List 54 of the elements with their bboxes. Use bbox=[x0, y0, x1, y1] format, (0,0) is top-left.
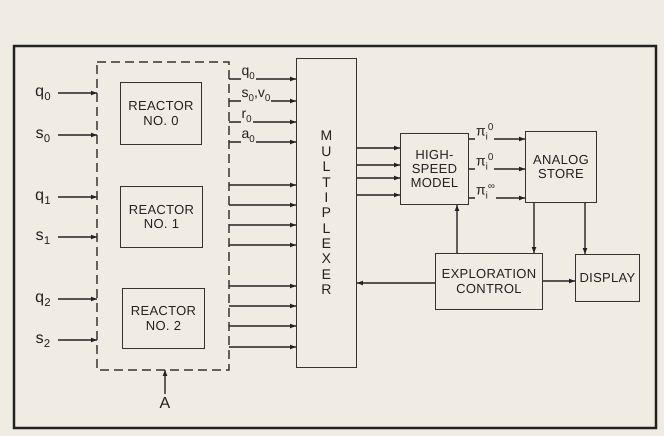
arrow bbox=[229, 324, 296, 328]
arrow bbox=[229, 304, 296, 308]
arrow bbox=[229, 120, 296, 124]
arrow bbox=[58, 132, 97, 138]
block-label: MULTIPLEXER bbox=[320, 128, 332, 298]
arrow bbox=[229, 202, 296, 208]
process-box bbox=[525, 131, 597, 203]
block-label: REACTOR NO. 2 bbox=[130, 304, 198, 333]
arrow bbox=[357, 280, 435, 286]
arrow bbox=[357, 176, 400, 180]
block-label: ANALOG STORE bbox=[532, 152, 590, 182]
block-label: REACTOR NO. 0 bbox=[127, 99, 195, 128]
signal-label: q$_{1}$ bbox=[35, 186, 51, 208]
arrow bbox=[543, 278, 575, 284]
signal-label: q$_{2}$ bbox=[35, 288, 51, 310]
block-label: EXPLORATION CONTROL bbox=[440, 267, 538, 296]
arrow bbox=[469, 136, 525, 142]
arrow bbox=[58, 194, 97, 200]
process-box bbox=[120, 82, 202, 145]
arrow bbox=[58, 338, 97, 342]
arrow bbox=[162, 370, 168, 394]
signal-label: s$_{1}$ bbox=[36, 226, 50, 248]
process-box bbox=[122, 288, 205, 349]
arrow bbox=[357, 146, 400, 150]
process-box bbox=[400, 133, 469, 205]
process-box bbox=[435, 253, 543, 310]
signal-label: s$_{2}$ bbox=[36, 330, 50, 350]
signal-label: q$_{0}$ bbox=[35, 82, 51, 104]
arrow bbox=[532, 203, 536, 253]
dashed-boundary bbox=[97, 62, 229, 370]
block-label: DISPLAY bbox=[579, 270, 636, 286]
arrow bbox=[469, 166, 525, 172]
arrow bbox=[229, 222, 296, 228]
arrow bbox=[58, 90, 97, 96]
arrow bbox=[229, 182, 296, 188]
arrow bbox=[229, 242, 296, 248]
process-box bbox=[575, 254, 640, 302]
block-label: REACTOR NO. 1 bbox=[128, 202, 196, 232]
arrow bbox=[454, 205, 460, 253]
arrow bbox=[229, 76, 296, 82]
arrow bbox=[469, 196, 525, 200]
signal-label: s$_{0}$ bbox=[36, 124, 50, 146]
arrow bbox=[229, 140, 296, 144]
multiplexer-block bbox=[296, 58, 357, 368]
signal-label: A bbox=[160, 395, 170, 413]
arrow bbox=[58, 234, 97, 240]
arrow bbox=[357, 162, 400, 168]
arrow bbox=[357, 192, 400, 198]
block-label: HIGH- SPEED MODEL bbox=[410, 148, 460, 190]
arrow bbox=[58, 296, 97, 302]
arrow bbox=[229, 344, 296, 350]
process-box bbox=[120, 186, 203, 248]
arrow bbox=[582, 203, 588, 254]
arrow bbox=[229, 284, 296, 288]
